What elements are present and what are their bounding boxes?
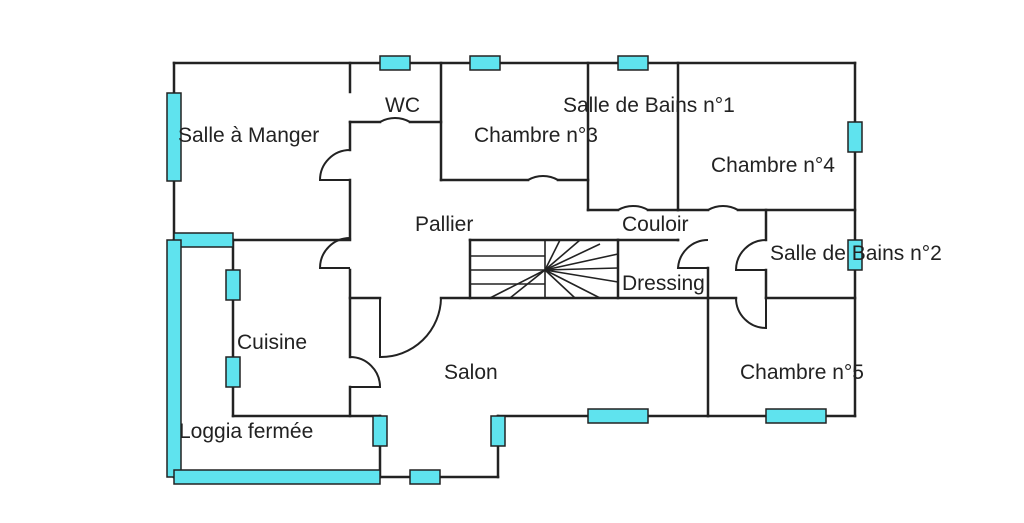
label-loggia: Loggia fermée — [179, 420, 313, 443]
window-wc — [379, 55, 411, 71]
door-dining-2 — [318, 237, 351, 269]
window-cuisine-a — [225, 269, 241, 301]
label-chambre4: Chambre n°4 — [711, 154, 835, 177]
window-dining-bottom — [173, 232, 234, 248]
door-sdb2 — [734, 239, 767, 271]
label-salle-de-bains2: Salle de Bains n°2 — [770, 242, 942, 265]
window-cuisine-b — [225, 356, 241, 388]
label-cuisine: Cuisine — [237, 331, 307, 354]
label-chambre5: Chambre n°5 — [740, 361, 864, 384]
window-ch4 — [847, 121, 863, 153]
window-dining — [166, 92, 182, 182]
window-loggia-bottom — [173, 469, 381, 485]
label-salle-de-bains1: Salle de Bains n°1 — [563, 94, 735, 117]
room-labels: Salle à Manger WC Chambre n°3 Salle de B… — [178, 94, 942, 443]
windows — [166, 55, 863, 485]
door-wc — [379, 117, 411, 123]
door-ch4 — [707, 205, 739, 211]
label-salon: Salon — [444, 361, 498, 384]
door-dining — [318, 149, 351, 181]
window-salon-b — [587, 408, 649, 424]
door-dressing — [676, 238, 709, 269]
window-loggia-right — [372, 415, 388, 447]
window-loggia-door — [409, 469, 441, 485]
label-pallier: Pallier — [415, 213, 473, 236]
window-ch5 — [765, 408, 827, 424]
window-salon-a — [490, 415, 506, 447]
window-ch3-a — [469, 55, 501, 71]
label-salle-a-manger: Salle à Manger — [178, 124, 319, 147]
window-sdb2 — [847, 239, 863, 271]
door-cuisine — [349, 356, 382, 388]
staircase — [470, 239, 619, 299]
window-sdb1 — [617, 55, 649, 71]
label-couloir: Couloir — [622, 213, 689, 236]
label-chambre3: Chambre n°3 — [474, 124, 598, 147]
label-wc: WC — [385, 94, 420, 117]
label-dressing: Dressing — [622, 272, 705, 295]
door-sdb1 — [617, 205, 649, 211]
door-salon — [379, 297, 442, 359]
door-ch5 — [735, 297, 767, 330]
door-ch3 — [527, 175, 559, 181]
doors — [318, 117, 767, 388]
